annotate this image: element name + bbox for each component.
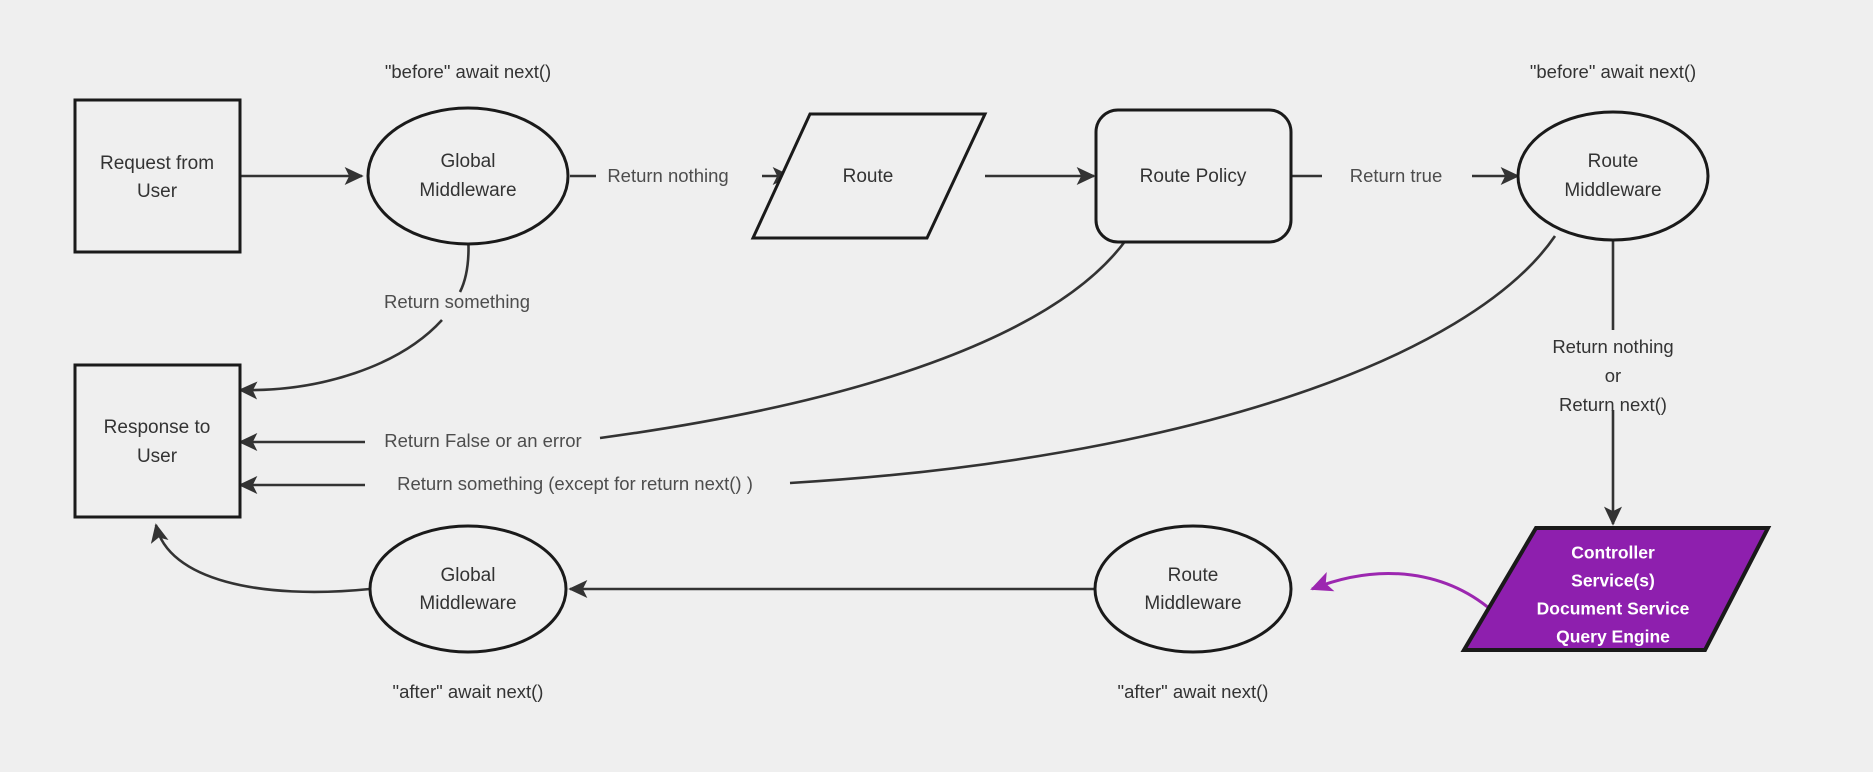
node-response-to-user-label-line1: Response to <box>104 417 211 438</box>
node-controller-services-label-line4: Query Engine <box>1556 627 1670 647</box>
edge-label-return-false-or-error: Return False or an error <box>384 430 581 451</box>
node-route-middleware-top-label-line2: Middleware <box>1564 180 1661 201</box>
edge-label-return-something-except: Return something (except for return next… <box>397 473 753 494</box>
edge-controller-to-route-middleware-bottom <box>1310 571 1499 617</box>
node-route-label: Route <box>843 166 894 187</box>
node-global-middleware-bottom-label-line1: Global <box>441 565 496 586</box>
edge-route-policy-to-response: Return False or an error <box>238 239 1128 452</box>
node-response-to-user[interactable]: Response to User <box>73 363 242 519</box>
node-controller-services-label-line3: Document Service <box>1537 599 1690 619</box>
edge-global-middleware-to-route: Return nothing <box>570 165 792 186</box>
edge-route-middleware-to-response: Return something (except for return next… <box>238 235 1557 495</box>
node-route-middleware-bottom-label-line1: Route <box>1168 565 1219 586</box>
node-route-policy-label: Route Policy <box>1140 166 1247 187</box>
edge-label-or-line: or <box>1605 365 1621 386</box>
node-request-from-user-label-line1: Request from <box>100 153 214 174</box>
node-route-policy[interactable]: Route Policy <box>1094 108 1293 244</box>
node-controller-services-label-line2: Service(s) <box>1571 571 1655 591</box>
edge-route-middleware-to-controller: Return nothing or Return next() <box>1552 236 1674 526</box>
node-controller-services-label-line1: Controller <box>1571 543 1655 563</box>
edge-label-return-true: Return true <box>1350 165 1443 186</box>
edge-global-middleware-bottom-to-response <box>150 523 371 594</box>
annotation-after-await-next-global: "after" await next() <box>393 681 544 702</box>
node-route-middleware-top-label-line1: Route <box>1588 151 1639 172</box>
node-global-middleware-bottom[interactable]: Global Middleware "after" await next() <box>368 524 568 702</box>
node-route-middleware-bottom[interactable]: Route Middleware "after" await next() <box>1093 524 1293 702</box>
edge-label-return-nothing: Return nothing <box>607 165 728 186</box>
node-global-middleware-top-label-line2: Middleware <box>419 180 516 201</box>
annotation-before-await-next-route: "before" await next() <box>1530 61 1696 82</box>
node-global-middleware-bottom-label-line2: Middleware <box>419 593 516 614</box>
node-request-from-user-label-line2: User <box>137 181 178 202</box>
edge-global-middleware-to-response: Return something <box>238 233 530 400</box>
node-global-middleware-top-label-line1: Global <box>441 151 496 172</box>
edge-label-return-nothing-line: Return nothing <box>1552 336 1673 357</box>
node-route-middleware-top[interactable]: Route Middleware "before" await next() <box>1516 61 1710 242</box>
node-route-middleware-bottom-label-line2: Middleware <box>1144 593 1241 614</box>
node-controller-services[interactable]: Controller Service(s) Document Service Q… <box>1460 526 1772 652</box>
annotation-after-await-next-route: "after" await next() <box>1118 681 1269 702</box>
node-response-to-user-label-line2: User <box>137 446 178 467</box>
edge-label-return-next-line: Return next() <box>1559 394 1667 415</box>
node-request-from-user[interactable]: Request from User <box>73 98 242 254</box>
edge-label-return-something: Return something <box>384 291 530 312</box>
edge-route-policy-to-route-middleware: Return true <box>1291 165 1520 186</box>
annotation-before-await-next-global: "before" await next() <box>385 61 551 82</box>
node-route[interactable]: Route <box>750 112 988 240</box>
node-global-middleware-top[interactable]: Global Middleware "before" await next() <box>366 61 570 246</box>
